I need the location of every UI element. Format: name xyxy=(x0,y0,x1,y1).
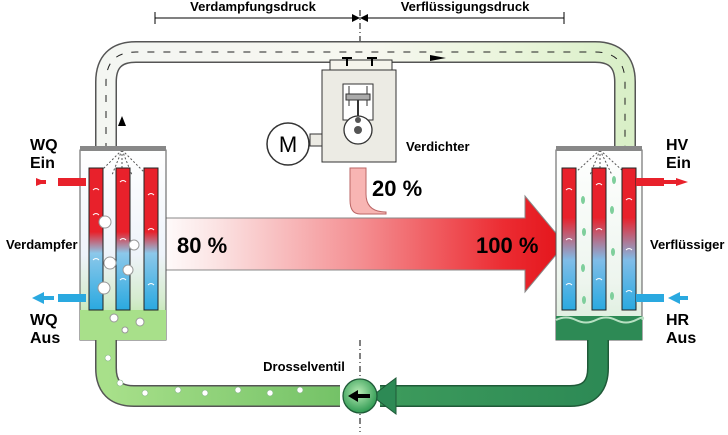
motor-icon: M xyxy=(266,122,310,166)
valve-icon: Drosselventil xyxy=(263,340,378,432)
flow-arrow-up-icon xyxy=(118,116,126,126)
compressor-label: Verdichter xyxy=(406,139,470,154)
condenser-in-arrow-icon xyxy=(668,292,680,304)
condenser-out-arrow-icon xyxy=(676,178,688,186)
liquid-pipe-right xyxy=(371,340,609,415)
energy-arrow: 20 % 80 % 100 % xyxy=(154,167,566,294)
motor-label: M xyxy=(279,132,297,157)
evaporator-label: Verdampfer xyxy=(6,237,78,252)
evaporator: WQ Ein WQ Aus Verdampfer xyxy=(6,137,167,347)
valve-label: Drosselventil xyxy=(263,359,345,374)
evaporation-pressure-label: Verdampfungsdruck xyxy=(190,0,316,14)
liquid-pipe-left xyxy=(95,340,340,407)
evaporator-out-label-2: Aus xyxy=(30,330,60,347)
compressor-share-label: 20 % xyxy=(372,176,422,201)
pressure-bar: Verdampfungsdruck Verflüssigungsdruck xyxy=(154,0,565,60)
evaporator-out-arrow-icon xyxy=(32,292,44,304)
condenser-flow-label-1: HV xyxy=(666,137,689,154)
condenser: HV Ein HR Aus Verflüssiger xyxy=(555,137,724,350)
flow-arrow-right-icon xyxy=(430,55,446,61)
evaporator-in-label-2: Ein xyxy=(30,155,55,172)
condenser-flow-label-2: Ein xyxy=(666,155,691,172)
condensation-pressure-label: Verflüssigungsdruck xyxy=(401,0,530,14)
source-share-label: 80 % xyxy=(177,233,227,258)
evaporator-out-label-1: WQ xyxy=(30,312,58,329)
condenser-return-label-1: HR xyxy=(666,312,690,329)
condenser-return-label-2: Aus xyxy=(666,330,696,347)
output-share-label: 100 % xyxy=(476,233,538,258)
vapor-pipe xyxy=(95,41,636,150)
condenser-label: Verflüssiger xyxy=(650,237,724,252)
evaporator-in-label-1: WQ xyxy=(30,137,58,154)
compressor: M Verdichter xyxy=(266,57,470,166)
